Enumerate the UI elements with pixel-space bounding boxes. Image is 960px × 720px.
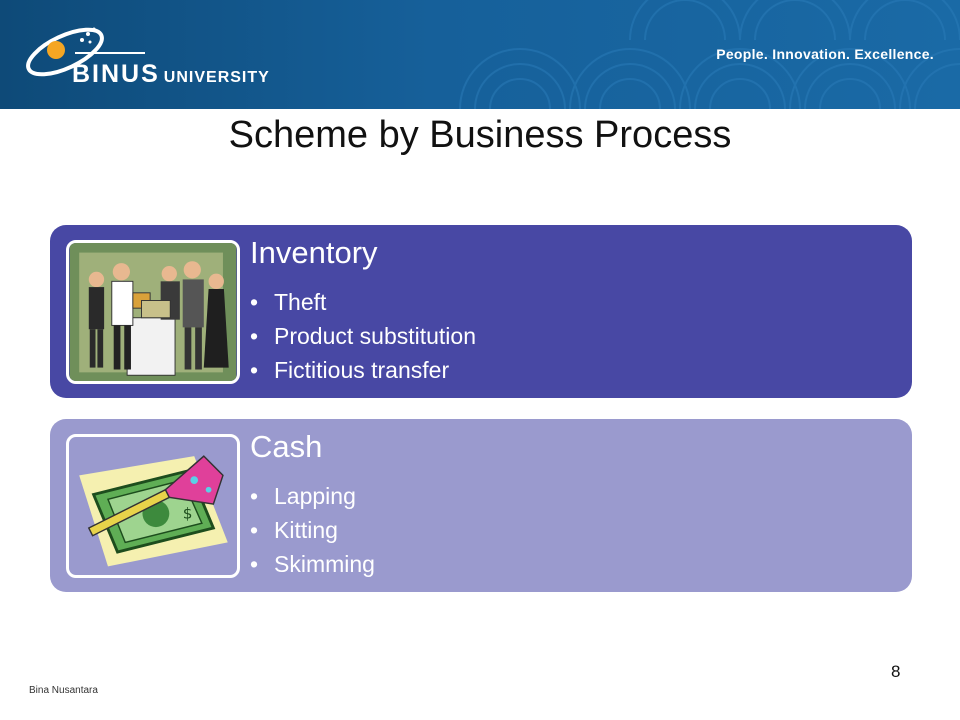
money-saw-image: $ <box>66 434 240 578</box>
bullet-icon: • <box>250 483 259 509</box>
list-item: • Theft <box>250 285 476 319</box>
cash-panel: $ Cash • Lapping • Kitting • Skimming <box>50 419 912 592</box>
page-number: 8 <box>891 662 901 681</box>
brand-main: BINUS <box>72 60 160 88</box>
bullet-text: Theft <box>274 289 327 315</box>
bullet-icon: • <box>250 357 259 383</box>
bullet-icon: • <box>250 289 259 315</box>
list-item: • Kitting <box>250 513 375 547</box>
slide-title: Scheme by Business Process <box>228 114 732 156</box>
bullet-icon: • <box>250 323 259 349</box>
list-item: • Product substitution <box>250 319 476 353</box>
tagline: People. Innovation. Excellence. <box>716 46 934 62</box>
money-saw-clipart-icon: $ <box>79 455 228 567</box>
inventory-panel: Inventory • Theft • Product substitution •… <box>50 225 912 398</box>
people-at-party-image <box>66 240 240 384</box>
bullet-text: Product substitution <box>274 323 477 349</box>
inventory-bullet-list: • Theft • Product substitution • Fictitious… <box>250 285 476 387</box>
list-item: • Lapping <box>250 479 375 513</box>
svg-text:$: $ <box>183 504 193 522</box>
brand-sub: UNIVERSITY <box>163 69 270 86</box>
list-item: • Fictitious transfer <box>250 353 476 387</box>
people-clipart-icon <box>69 243 237 381</box>
footer-organization: Bina Nusantara <box>29 685 98 696</box>
binus-logo-icon <box>26 27 145 77</box>
wave-pattern-icon <box>459 0 960 109</box>
bullet-icon: • <box>250 551 259 577</box>
bullet-text: Kitting <box>274 517 338 543</box>
bullet-text: Skimming <box>274 551 375 577</box>
list-item: • Skimming <box>250 547 375 581</box>
inventory-heading: Inventory <box>250 235 378 270</box>
cash-heading: Cash <box>250 429 323 464</box>
cash-bullet-list: • Lapping • Kitting • Skimming <box>250 479 375 581</box>
bullet-text: Fictitious transfer <box>274 357 450 383</box>
bullet-text: Lapping <box>274 483 356 509</box>
bullet-icon: • <box>250 517 259 543</box>
